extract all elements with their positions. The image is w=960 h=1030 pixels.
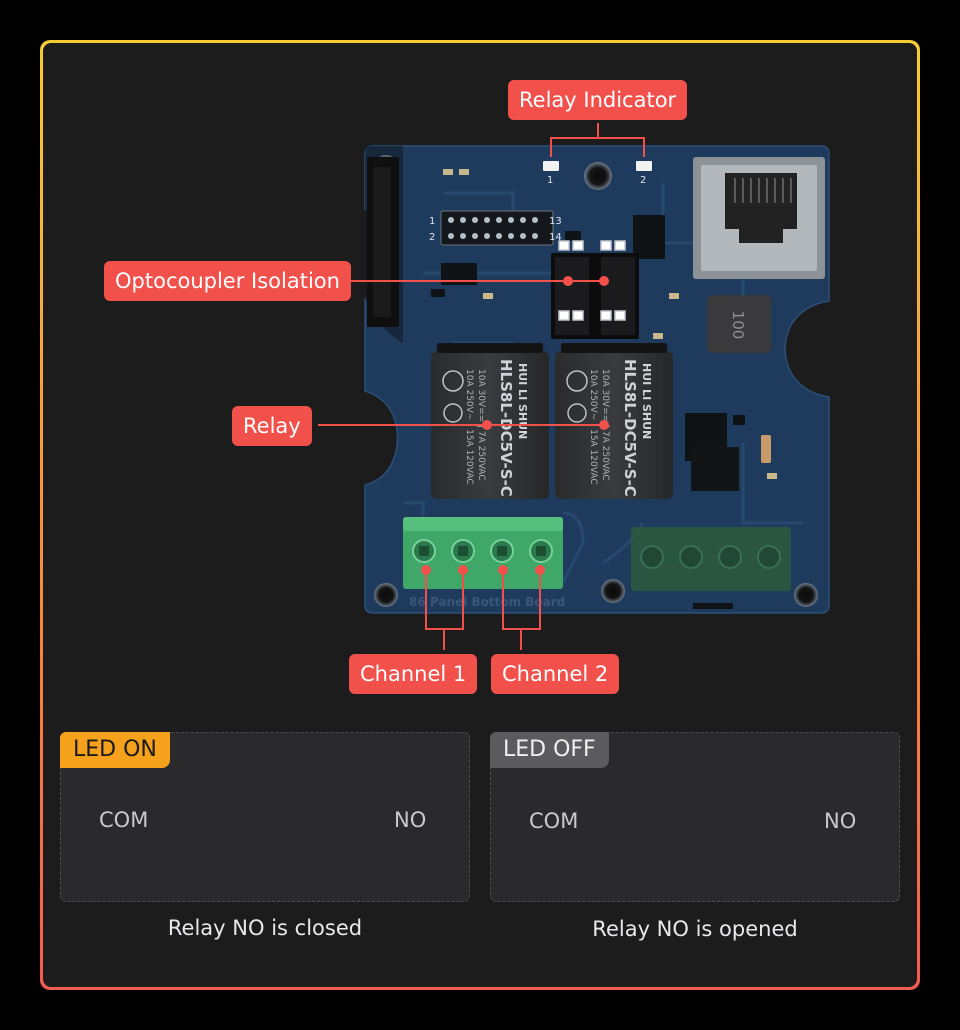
led-on-caption: Relay NO is closed xyxy=(167,916,363,940)
led-on-tag: LED ON xyxy=(60,732,170,768)
led-off-no-label: NO xyxy=(824,809,857,833)
pin-2-label: 2 xyxy=(429,232,435,243)
terminal-block-active xyxy=(403,517,563,589)
led-on-panel: LED ON COM NO xyxy=(60,732,470,902)
led-off-tag: LED OFF xyxy=(490,732,609,768)
led-off-caption: Relay NO is opened xyxy=(592,917,798,941)
led-off-com-label: COM xyxy=(529,809,579,833)
terminal-block-inactive xyxy=(631,527,791,591)
relay-2-brand: HUI LI SHUN xyxy=(640,363,653,439)
board-illustration: 100 1 2 13 14 xyxy=(163,123,830,839)
leader-lines xyxy=(318,123,645,650)
diagram-frame: 100 1 2 13 14 xyxy=(40,40,920,990)
led-on-no-label: NO xyxy=(394,808,427,832)
pcb-board: 100 1 2 13 14 xyxy=(364,145,830,614)
relay-1-model: HLS8L-DC5V-S-C xyxy=(497,359,515,497)
led-on-com-label: COM xyxy=(99,808,149,832)
relay-1-brand: HUI LI SHUN xyxy=(516,363,529,439)
leader-dots xyxy=(421,276,609,575)
inductor-marking: 100 xyxy=(729,311,747,340)
relay-2: HLS8L-DC5V-S-C HUI LI SHUN 10A 250V~ | 1… xyxy=(555,343,673,499)
callout-relay-indicator: Relay Indicator xyxy=(508,80,688,120)
led-1-label: 1 xyxy=(547,175,553,186)
relay-2-rating-1: 10A 250V~ | 15A 120VAC xyxy=(588,369,598,485)
pin-1-label: 1 xyxy=(429,216,435,227)
callout-channel-2: Channel 2 xyxy=(491,654,620,694)
callout-optocoupler-isolation: Optocoupler Isolation xyxy=(104,261,351,301)
callout-relay: Relay xyxy=(232,406,312,446)
relay-2-model: HLS8L-DC5V-S-C xyxy=(621,359,639,497)
led-off-panel: LED OFF COM NO xyxy=(490,732,900,902)
relay-1-rating-1: 10A 250V~ | 15A 120VAC xyxy=(464,369,474,485)
diagram-canvas: 100 1 2 13 14 xyxy=(43,43,917,987)
led-2-label: 2 xyxy=(640,175,646,186)
callout-channel-1: Channel 1 xyxy=(349,654,478,694)
pin-14-label: 14 xyxy=(549,232,562,243)
pin-13-label: 13 xyxy=(549,216,562,227)
board-silkscreen: 86 Panel Bottom Board xyxy=(409,595,565,609)
